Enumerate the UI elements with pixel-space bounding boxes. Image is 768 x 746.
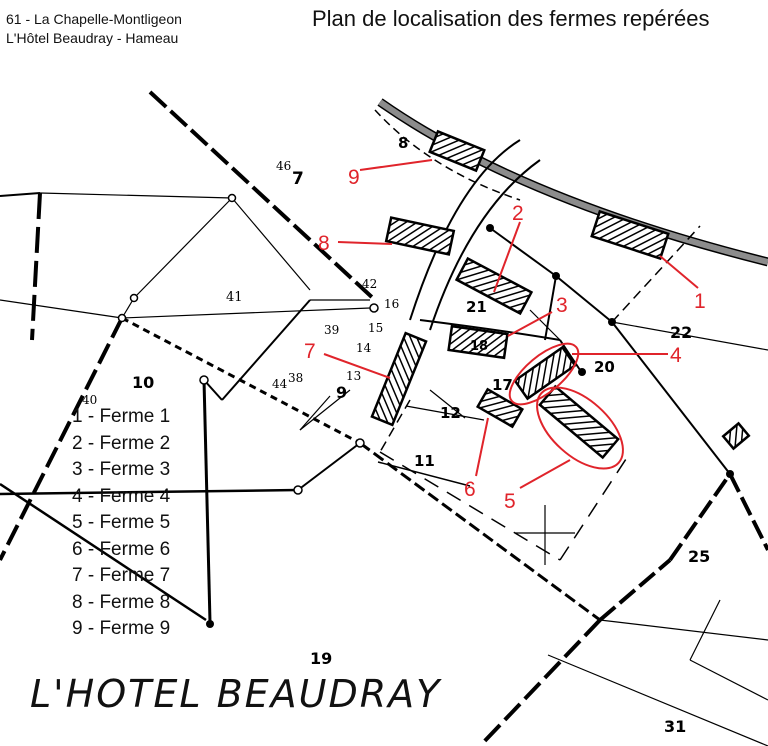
farm-number-6: 6 <box>464 478 476 501</box>
parcel-number: 15 <box>368 321 383 335</box>
buildings <box>370 129 751 460</box>
parcel-number: 13 <box>346 369 361 383</box>
page-title: Plan de localisation des fermes repérées <box>312 6 710 31</box>
parcel-number: 46 <box>276 159 291 173</box>
farm-number-3: 3 <box>556 294 568 317</box>
legend-item: 9 - Ferme 9 <box>72 618 171 639</box>
survey-points <box>206 224 734 628</box>
parcel-number: 19 <box>310 649 332 668</box>
location-line-1: 61 - La Chapelle-Montligeon <box>6 11 182 27</box>
boundary-nodes <box>117 193 379 495</box>
legend-item: 5 - Ferme 5 <box>72 512 171 533</box>
parcel-number: 39 <box>324 323 339 337</box>
legend-item: 7 - Ferme 7 <box>72 565 171 586</box>
building-ferme-5 <box>538 384 620 460</box>
parcel-number: 40 <box>82 393 97 407</box>
farm-annotations <box>323 159 699 489</box>
farm-legend: 1 - Ferme 1 2 - Ferme 2 3 - Ferme 3 4 - … <box>72 404 170 643</box>
farm-number-1: 1 <box>694 290 706 313</box>
parcel-number: 17 <box>492 376 513 394</box>
parcel-labels: 8 46 7 41 42 16 39 15 14 13 44 38 9 10 4… <box>82 134 710 736</box>
legend-item: 2 - Ferme 2 <box>72 432 171 454</box>
parcel-number: 8 <box>398 134 408 152</box>
farm-number-4: 4 <box>670 344 682 367</box>
farm-number-9: 9 <box>348 166 360 189</box>
building-ferme-4 <box>513 345 577 401</box>
location-line-2: L'Hôtel Beaudray - Hameau <box>6 30 179 46</box>
legend-item: 8 - Ferme 8 <box>72 591 171 613</box>
building-outhouse <box>721 421 751 451</box>
legend-item: 6 - Ferme 6 <box>72 538 171 560</box>
parcel-number: 9 <box>336 383 347 402</box>
farm-number-7: 7 <box>304 340 316 363</box>
farm-number-2: 2 <box>512 202 524 225</box>
building-ferme-7 <box>370 331 428 427</box>
parcel-number: 7 <box>292 169 304 189</box>
farm-number-5: 5 <box>504 490 516 513</box>
parcel-number: 12 <box>440 404 461 422</box>
parcel-boundaries <box>0 90 768 746</box>
building-ferme-1 <box>590 209 670 261</box>
farm-number-8: 8 <box>318 232 330 255</box>
legend-item: 1 - Ferme 1 <box>72 406 171 427</box>
parcel-number: 21 <box>466 298 487 316</box>
building-ferme-9 <box>428 129 486 173</box>
building-ferme-8 <box>384 216 456 256</box>
building-ferme-3 <box>447 324 509 360</box>
legend-item: 3 - Ferme 3 <box>72 459 171 480</box>
parcel-number: 22 <box>670 323 692 342</box>
parcel-number: 14 <box>356 341 372 355</box>
parcel-number: 11 <box>414 452 435 470</box>
legend-item: 4 - Ferme 4 <box>72 485 171 507</box>
building-ferme-6 <box>475 387 525 429</box>
road <box>374 98 768 267</box>
parcel-number: 18 <box>470 339 488 354</box>
parcel-number: 41 <box>226 290 243 305</box>
parcel-number: 42 <box>362 277 377 291</box>
parcel-number: 44 <box>272 377 288 391</box>
parcel-number: 31 <box>664 717 686 736</box>
parcel-number: 20 <box>594 358 615 376</box>
parcel-number: 16 <box>384 297 399 311</box>
parcel-number: 25 <box>688 547 710 566</box>
place-name: L'HOTEL BEAUDRAY <box>30 672 442 716</box>
parcel-number: 10 <box>132 373 154 392</box>
farm-number-labels: 1 2 3 4 5 6 7 8 9 <box>304 166 706 513</box>
parcel-number: 38 <box>288 371 303 385</box>
location-header: 61 - La Chapelle-Montligeon L'Hôtel Beau… <box>6 10 182 48</box>
